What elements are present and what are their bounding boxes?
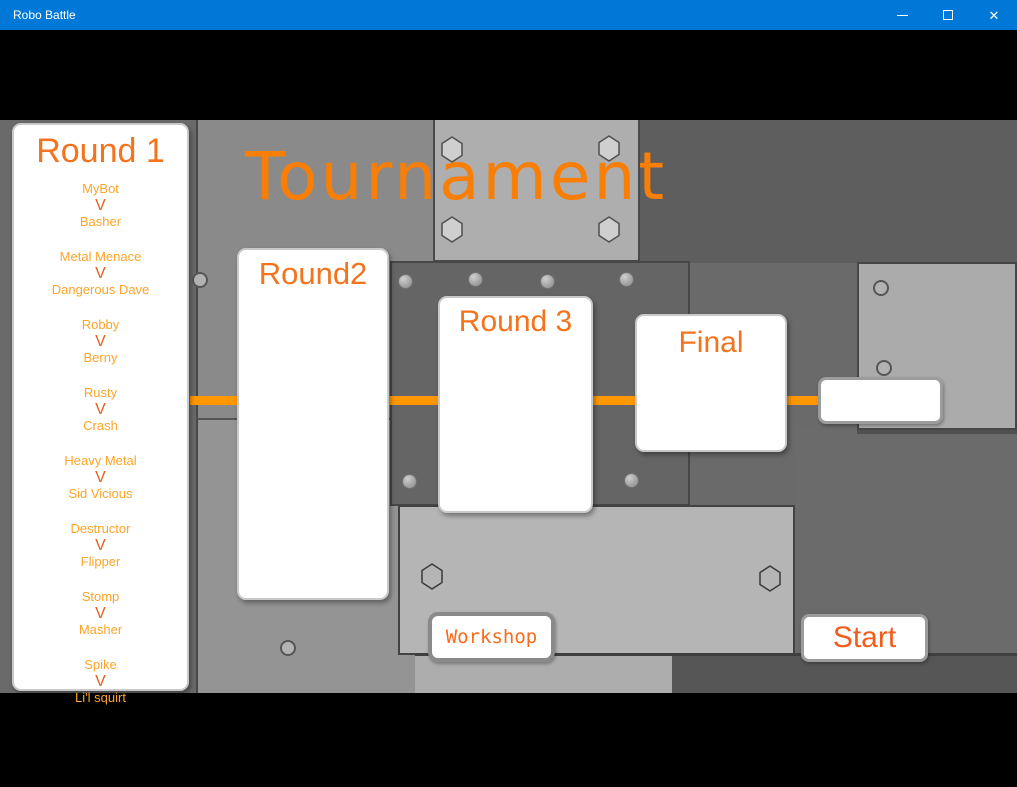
minimize-icon bbox=[896, 14, 908, 16]
close-button[interactable]: ✕ bbox=[971, 0, 1017, 30]
player-b-name: Crash bbox=[83, 418, 118, 433]
player-a-name: Spike bbox=[84, 657, 117, 672]
final-panel: Final bbox=[635, 314, 787, 452]
winner-box bbox=[818, 377, 943, 424]
player-b-name: Li'l squirt bbox=[75, 690, 126, 705]
final-title: Final bbox=[678, 326, 744, 359]
rivet-icon bbox=[192, 272, 208, 288]
player-a-name: MyBot bbox=[82, 181, 119, 196]
player-b-name: Masher bbox=[78, 622, 123, 637]
player-b-name: Basher bbox=[79, 214, 122, 229]
round3-title: Round 3 bbox=[458, 305, 573, 338]
vs-label: V bbox=[95, 265, 106, 282]
rivet-icon bbox=[619, 272, 634, 287]
rivet-icon bbox=[540, 274, 555, 289]
player-a-name: Heavy Metal bbox=[64, 453, 137, 468]
vs-label: V bbox=[95, 197, 106, 214]
player-a-name: Robby bbox=[81, 317, 120, 332]
rivet-icon bbox=[876, 360, 892, 376]
hex-bolt-icon bbox=[441, 216, 463, 243]
player-b-name: Flipper bbox=[80, 554, 121, 569]
player-b-name: Dangerous Dave bbox=[51, 282, 150, 297]
workshop-button[interactable]: Workshop bbox=[428, 612, 555, 662]
player-a-name: Destructor bbox=[70, 521, 131, 536]
rivet-icon bbox=[873, 280, 889, 296]
titlebar: Robo Battle ✕ bbox=[0, 0, 1017, 30]
maximize-icon bbox=[943, 10, 953, 20]
player-b-name: Sid Vicious bbox=[68, 486, 133, 501]
vs-label: V bbox=[95, 401, 106, 418]
player-a-name: Metal Menace bbox=[59, 249, 142, 264]
window-controls: ✕ bbox=[879, 0, 1017, 30]
metal-plate bbox=[630, 120, 1017, 263]
round2-title: Round2 bbox=[258, 256, 368, 291]
vs-label: V bbox=[95, 605, 106, 622]
vs-label: V bbox=[95, 333, 106, 350]
start-button-label: Start bbox=[832, 621, 897, 654]
player-a-name: Stomp bbox=[81, 589, 120, 604]
hex-bolt-icon bbox=[421, 563, 443, 590]
round1-title: Round 1 bbox=[36, 132, 165, 170]
hex-bolt-icon bbox=[598, 135, 620, 162]
round3-panel: Round 3 bbox=[438, 296, 593, 513]
hex-bolt-icon bbox=[441, 136, 463, 163]
window-title: Robo Battle bbox=[13, 8, 76, 22]
rivet-icon bbox=[468, 272, 483, 287]
rivet-icon bbox=[398, 274, 413, 289]
rivet-icon bbox=[624, 473, 639, 488]
start-button[interactable]: Start bbox=[801, 614, 928, 662]
minimize-button[interactable] bbox=[879, 0, 925, 30]
page-title: Tournament bbox=[245, 138, 668, 215]
vs-label: V bbox=[95, 537, 106, 554]
round2-panel: Round2 bbox=[237, 248, 389, 600]
rivet-icon bbox=[280, 640, 296, 656]
vs-label: V bbox=[95, 673, 106, 690]
player-a-name: Rusty bbox=[83, 385, 118, 400]
player-b-name: Berny bbox=[83, 350, 118, 365]
maximize-button[interactable] bbox=[925, 0, 971, 30]
hex-bolt-icon bbox=[598, 216, 620, 243]
vs-label: V bbox=[95, 469, 106, 486]
close-icon: ✕ bbox=[988, 7, 1000, 23]
rivet-icon bbox=[402, 474, 417, 489]
workshop-button-label: Workshop bbox=[445, 626, 538, 648]
hex-bolt-icon bbox=[759, 565, 781, 592]
